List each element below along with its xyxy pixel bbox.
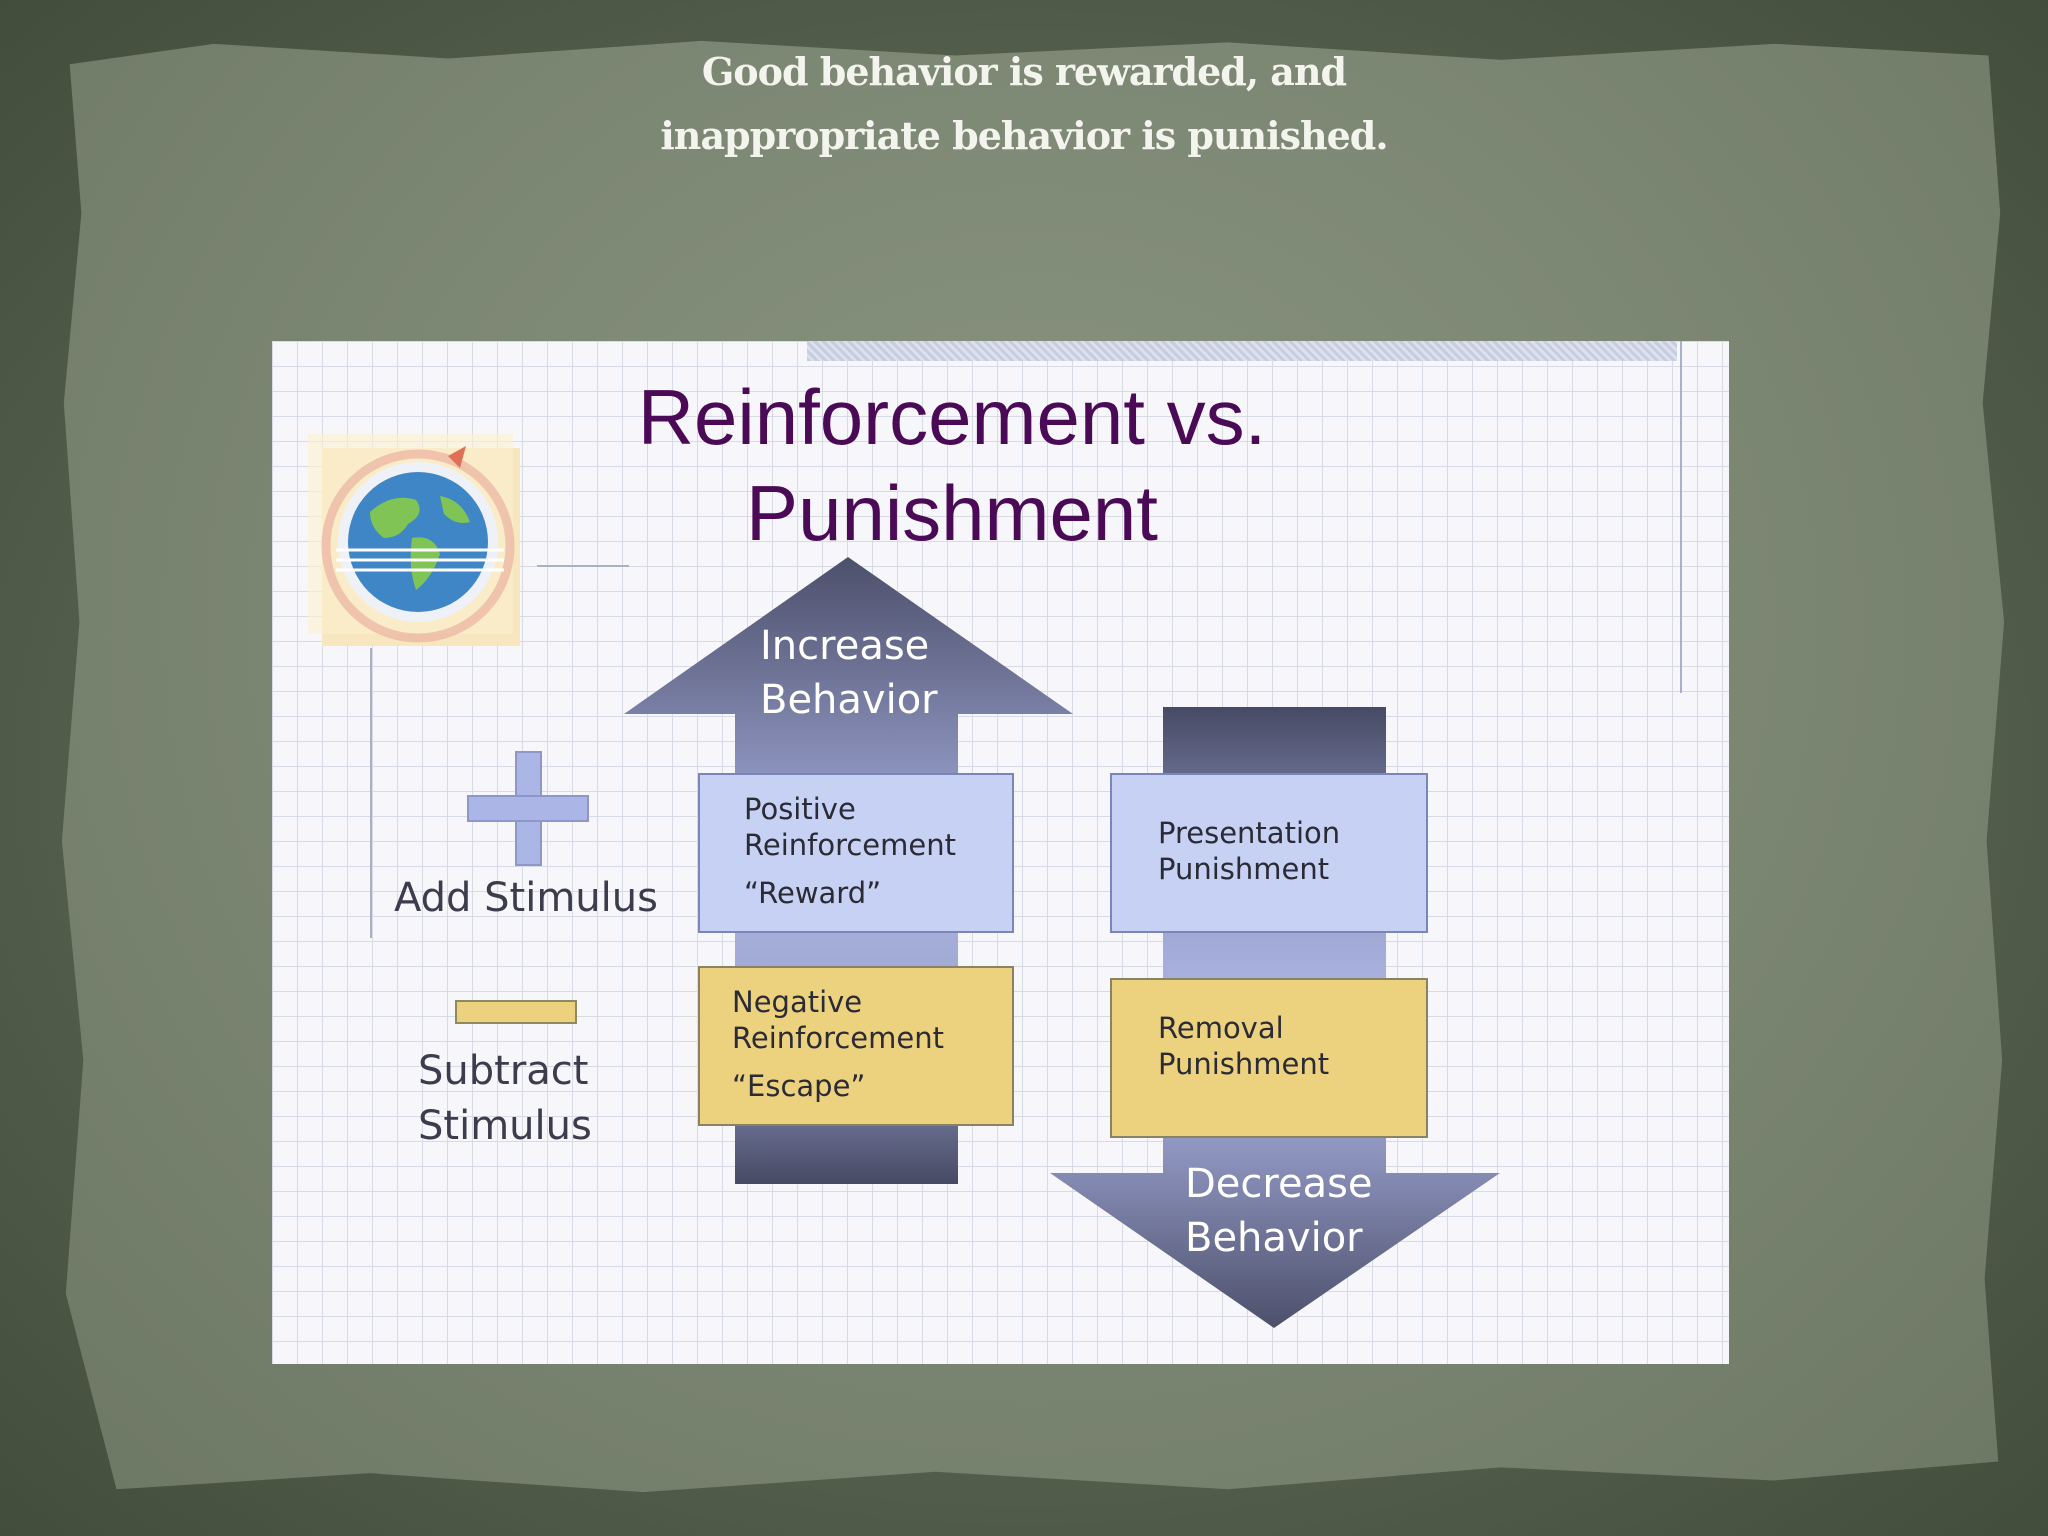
page-title-line-1: Good behavior is rewarded, and: [701, 49, 1347, 94]
negative-reinforcement-line-2: Reinforcement: [732, 1021, 944, 1055]
removal-punishment-line-1: Removal: [1158, 1011, 1284, 1045]
embedded-slide-image: Reinforcement vs. Punishment: [272, 341, 1729, 1364]
slide-title-line-2: Punishment: [746, 469, 1158, 557]
presentation-punishment-line-2: Punishment: [1158, 852, 1330, 886]
positive-reinforcement-quote: “Reward”: [744, 876, 882, 910]
slide-title-line-1: Reinforcement vs.: [637, 373, 1267, 461]
negative-reinforcement-line-1: Negative: [732, 985, 863, 1019]
negative-reinforcement-quote: “Escape”: [732, 1069, 866, 1103]
decrease-label-line-2: Behavior: [1185, 1215, 1363, 1261]
decorative-horizontal-line: [537, 565, 629, 567]
increase-behavior-label: Increase Behavior: [760, 619, 938, 727]
negative-reinforcement-box: Negative Reinforcement “Escape”: [698, 966, 1014, 1126]
add-stimulus-label: Add Stimulus: [394, 875, 658, 921]
plus-icon: [467, 751, 589, 866]
minus-icon: [455, 1000, 577, 1024]
globe-clipart-icon: [308, 434, 533, 659]
presentation-punishment-box: Presentation Punishment: [1110, 773, 1428, 933]
subtract-stimulus-line-1: Subtract: [418, 1048, 589, 1094]
removal-punishment-box: Removal Punishment: [1110, 978, 1428, 1138]
subtract-stimulus-label: Subtract Stimulus: [418, 1044, 592, 1154]
decorative-vertical-line: [1680, 341, 1682, 693]
positive-reinforcement-line-1: Positive: [744, 792, 856, 826]
decrease-behavior-label: Decrease Behavior: [1185, 1157, 1373, 1265]
decorative-top-band: [807, 341, 1677, 361]
removal-punishment-line-2: Punishment: [1158, 1047, 1330, 1081]
increase-label-line-1: Increase: [760, 623, 930, 669]
page-title-line-2: inappropriate behavior is punished.: [660, 113, 1388, 158]
positive-reinforcement-box: Positive Reinforcement “Reward”: [698, 773, 1014, 933]
presentation-punishment-line-1: Presentation: [1158, 816, 1341, 850]
subtract-stimulus-line-2: Stimulus: [418, 1103, 592, 1149]
decorative-vertical-line: [370, 648, 372, 938]
decrease-label-line-1: Decrease: [1185, 1161, 1373, 1207]
slide-title: Reinforcement vs. Punishment: [612, 369, 1292, 561]
increase-label-line-2: Behavior: [760, 677, 938, 723]
positive-reinforcement-line-2: Reinforcement: [744, 828, 956, 862]
page-title: Good behavior is rewarded, and inappropr…: [560, 40, 1488, 168]
